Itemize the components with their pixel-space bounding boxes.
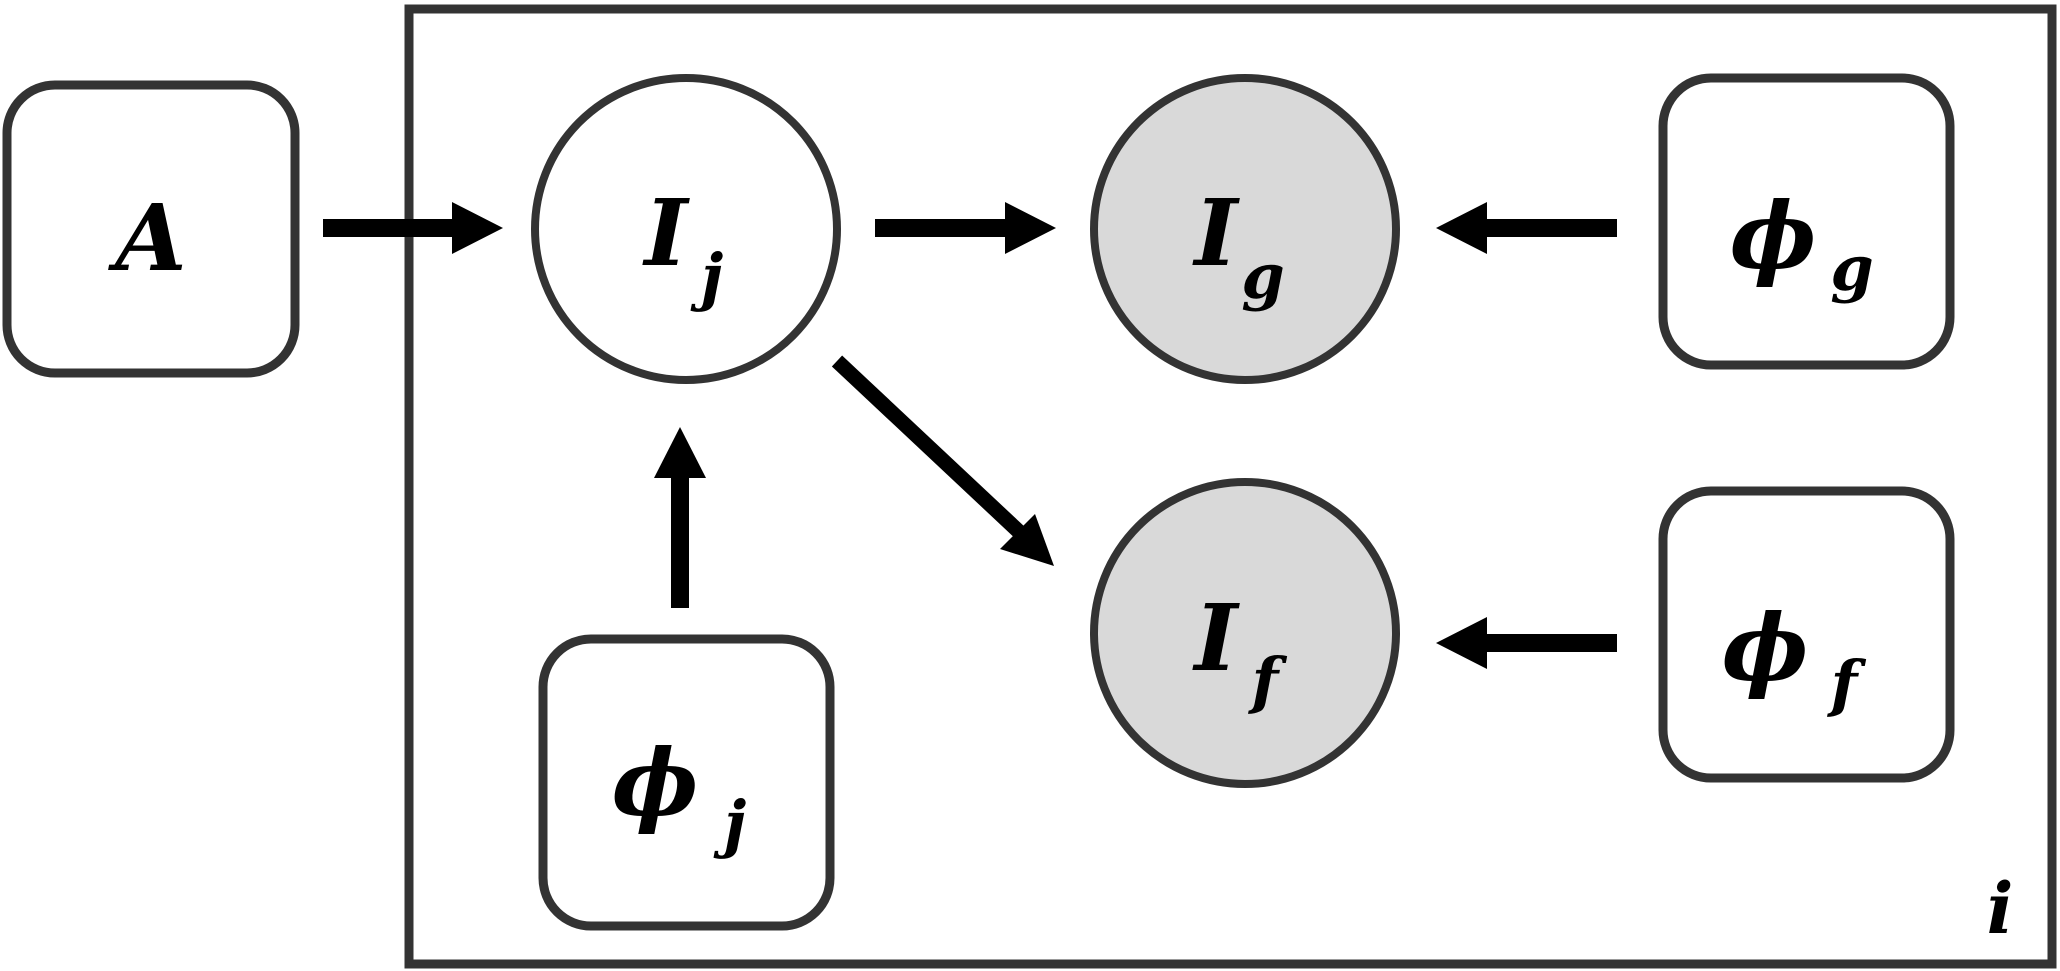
arrow-phi-j-to-i-j: [654, 427, 706, 608]
node-phi-j-main: ϕ: [612, 729, 699, 837]
node-phi-j: ϕ j: [538, 634, 835, 931]
node-a: A: [2, 80, 300, 378]
node-a-box: [2, 80, 300, 378]
plate-i: [404, 4, 2057, 969]
arrow-i-j-to-i-f: [831, 355, 1054, 566]
node-i-g-sub: g: [1241, 240, 1284, 313]
node-phi-f-box: [1658, 486, 1955, 783]
edges: [323, 202, 1617, 669]
node-i-f-main: I: [1191, 584, 1240, 692]
arrow-phi-g-to-i-g: [1436, 202, 1617, 254]
node-i-g-circle: [1090, 74, 1400, 384]
node-phi-g-sub: g: [1830, 232, 1873, 305]
plate-label: i: [1987, 867, 2014, 950]
node-a-label: A: [107, 184, 186, 292]
node-phi-g: ϕ g: [1658, 73, 1955, 370]
node-phi-g-box: [1658, 73, 1955, 370]
node-phi-f-main: ϕ: [1722, 594, 1809, 702]
node-i-f-circle: [1090, 478, 1400, 788]
node-phi-f: ϕ f: [1658, 486, 1955, 783]
node-i-f: I f: [1090, 478, 1400, 788]
node-i-g: I g: [1090, 74, 1400, 384]
arrow-i-j-to-i-g: [875, 202, 1056, 254]
node-i-j-main: I: [641, 179, 690, 287]
node-i-j-circle: [531, 74, 841, 384]
arrow-phi-f-to-i-f: [1436, 617, 1617, 669]
arrow-a-to-i-j: [323, 202, 503, 254]
node-phi-j-box: [538, 634, 835, 931]
node-i-j: I j: [531, 74, 841, 384]
node-i-g-main: I: [1191, 179, 1240, 287]
node-phi-g-main: ϕ: [1730, 182, 1817, 290]
